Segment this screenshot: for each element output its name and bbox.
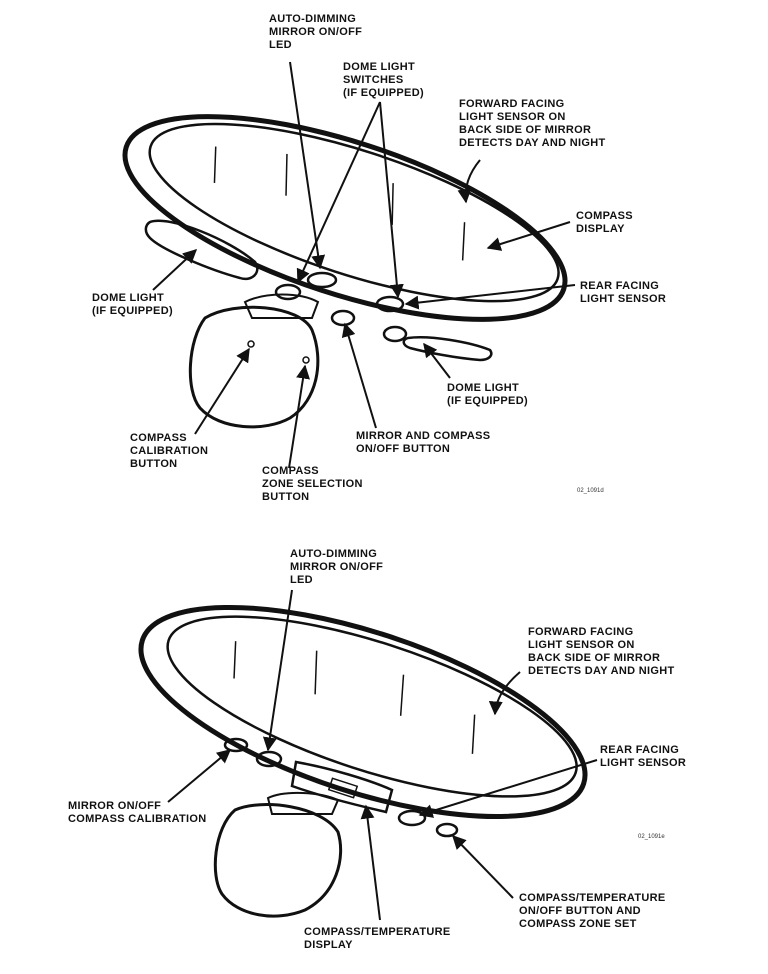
figure2-led-button: [255, 750, 283, 768]
figure1-mirror-housing: [122, 114, 568, 322]
figure2-mirror-glass: [166, 615, 578, 798]
figure1-leader-lines: [152, 61, 576, 469]
figure1-dome-light-right: [402, 336, 493, 362]
figure1-zone-button: [302, 356, 310, 364]
figure1-code: 02_1091d: [577, 488, 604, 494]
figure2-mirror-onoff-button: [223, 737, 249, 753]
figure2-mirror: [138, 604, 588, 918]
figure1-mount-pod: [188, 305, 320, 429]
figure2-rear-sensor: [397, 809, 427, 827]
figure1-calibration-button: [247, 340, 255, 348]
figure2-leader-lines: [167, 589, 598, 921]
figure2-mount-pod: [213, 803, 343, 918]
figure1-label-dome-left: DOME LIGHT(IF EQUIPPED): [92, 292, 173, 317]
figure2-code: 02_1091e: [638, 834, 665, 840]
figure1-dome-light-left: [144, 219, 259, 281]
figure1-rear-sensor: [382, 325, 408, 343]
figure2-display-window: [290, 760, 394, 814]
figure1-mirror: [122, 114, 568, 429]
figure1-mirror-glass: [148, 122, 560, 303]
figure1-onoff-button: [330, 309, 356, 327]
figure2-temp-onoff-button: [435, 822, 459, 838]
figure1-dome-switch-1: [274, 283, 302, 301]
figure1-led-button: [306, 271, 338, 289]
figure2-mirror-housing: [138, 604, 588, 820]
figure1-label-dome-right: DOME LIGHT(IF EQUIPPED): [447, 382, 528, 407]
